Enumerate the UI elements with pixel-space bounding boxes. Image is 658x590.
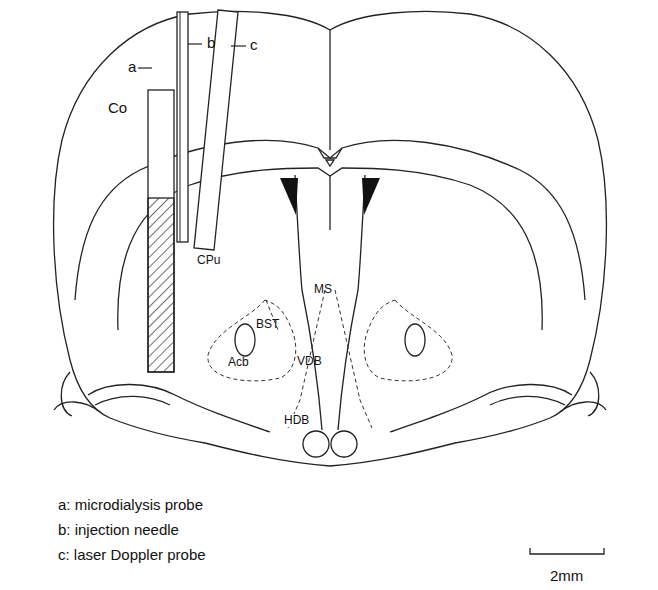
probe-letter: c bbox=[250, 37, 258, 54]
region-label: HDB bbox=[283, 414, 310, 427]
probe-letter: a bbox=[128, 59, 136, 76]
legend-text: a: microdialysis probe bbox=[58, 497, 203, 514]
region-label: Co bbox=[108, 100, 127, 117]
region-label: BST bbox=[256, 318, 279, 331]
scale-label: 2mm bbox=[550, 568, 583, 585]
legend-text: c: laser Doppler probe bbox=[58, 547, 206, 564]
legend-text: b: injection needle bbox=[58, 522, 179, 539]
region-label: Acb bbox=[228, 356, 249, 369]
region-label: VDB bbox=[297, 355, 322, 368]
probe-letter: b bbox=[207, 35, 215, 52]
region-label: MS bbox=[314, 283, 332, 296]
region-label: CPu bbox=[196, 254, 221, 267]
